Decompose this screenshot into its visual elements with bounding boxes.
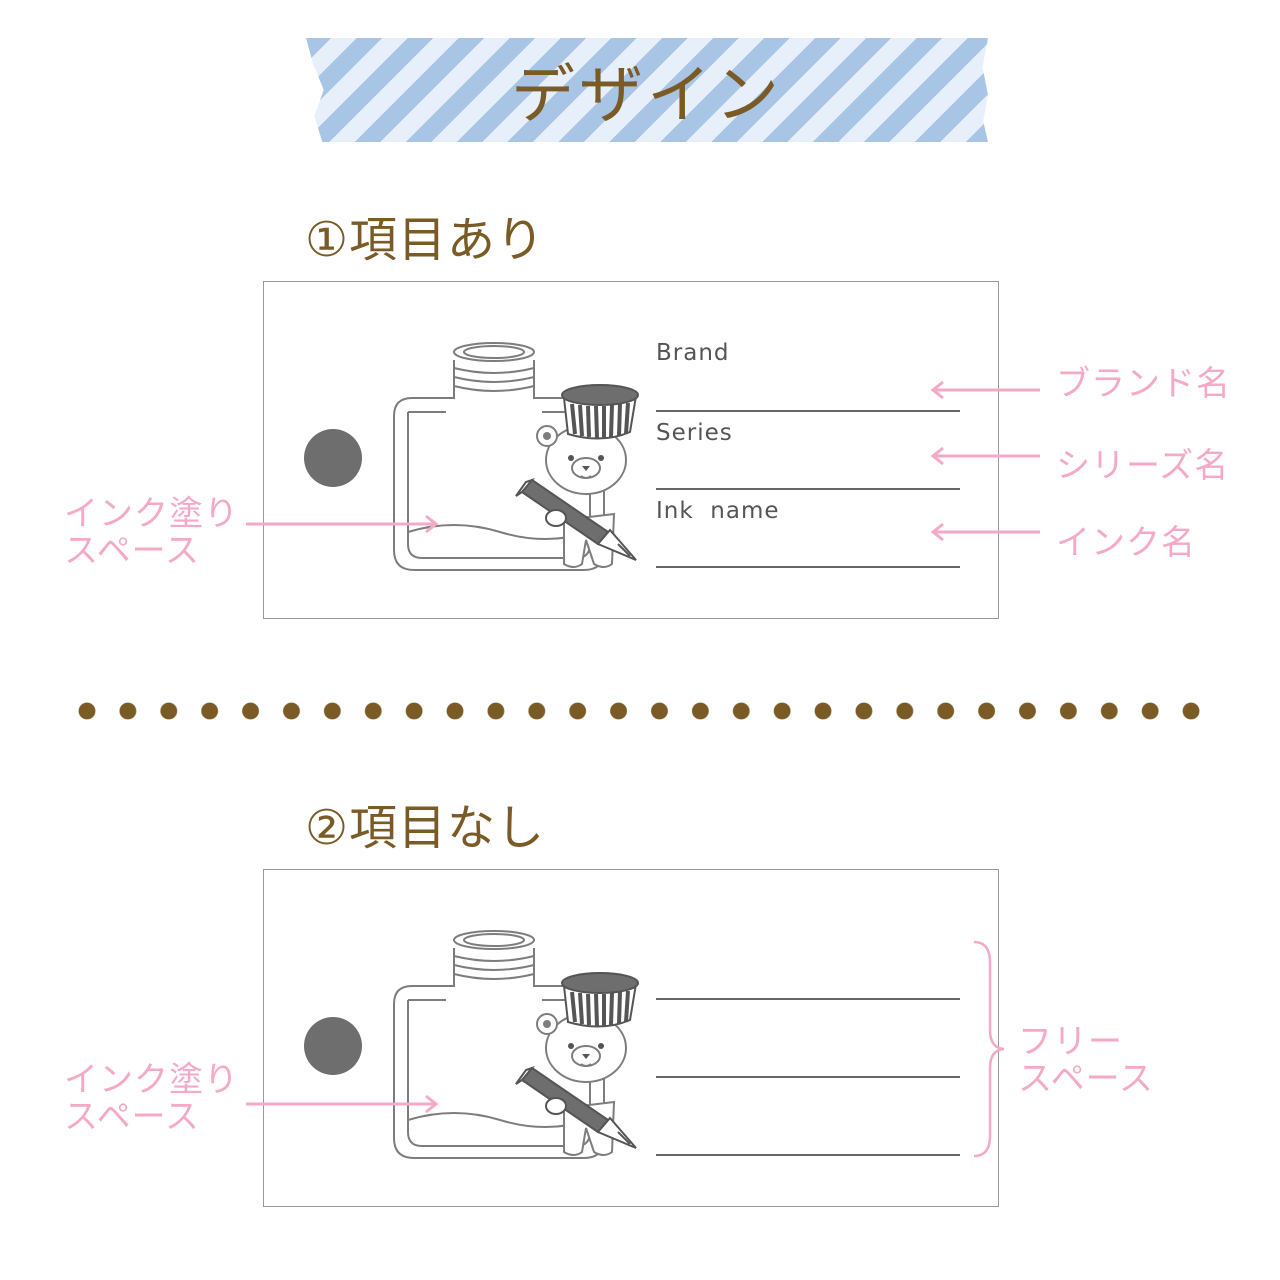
bottle-cap-icon: [561, 384, 639, 440]
ink-bottle-bear-illustration: [393, 930, 639, 1159]
label-card-with-fields: Brand Series Ink name: [263, 281, 999, 619]
annotation-line: フリー: [1018, 1022, 1123, 1062]
field-label-series: Series: [656, 420, 733, 446]
punch-hole: [304, 429, 362, 487]
arrow-icon: [930, 446, 1040, 466]
section1-title: ①項目あり: [305, 212, 546, 268]
field-line-ink-name: [656, 566, 960, 568]
punch-hole: [304, 1017, 362, 1075]
page-title: デザイン: [511, 59, 783, 133]
field-label-brand: Brand: [656, 340, 730, 366]
free-line: [656, 1154, 960, 1156]
free-line: [656, 1076, 960, 1078]
arrow-icon: [930, 380, 1040, 400]
field-label-ink-name: Ink name: [656, 498, 780, 524]
annotation-series: シリーズ名: [1056, 446, 1230, 486]
brace-icon: [973, 940, 1005, 1158]
arrow-icon: [246, 1094, 439, 1114]
arrow-icon: [246, 514, 439, 534]
field-line-series: [656, 488, 960, 490]
section2-title: ②項目なし: [305, 800, 546, 856]
free-line: [656, 998, 960, 1000]
arrow-icon: [930, 522, 1040, 542]
dotted-divider: [78, 702, 1202, 720]
annotation-ink-space: インク塗り スペース: [64, 496, 239, 570]
fountain-pen-icon: [515, 477, 637, 561]
fountain-pen-icon: [515, 1065, 637, 1149]
annotation-line: スペース: [64, 531, 200, 571]
annotation-brand: ブランド名: [1056, 364, 1231, 404]
annotation-line: スペース: [1018, 1059, 1154, 1099]
annotation-ink-name: インク名: [1056, 523, 1196, 563]
annotation-line: スペース: [64, 1097, 200, 1137]
washi-tape-banner: [306, 38, 988, 142]
label-card-free-space: [263, 869, 999, 1207]
annotation-line: インク塗り: [64, 1060, 239, 1100]
ink-bottle-bear-illustration: [393, 342, 639, 571]
field-line-brand: [656, 410, 960, 412]
annotation-ink-space: インク塗り スペース: [64, 1062, 239, 1136]
bottle-cap-icon: [561, 972, 639, 1028]
annotation-line: インク塗り: [64, 494, 239, 534]
annotation-free-space: フリー スペース: [1018, 1024, 1154, 1098]
